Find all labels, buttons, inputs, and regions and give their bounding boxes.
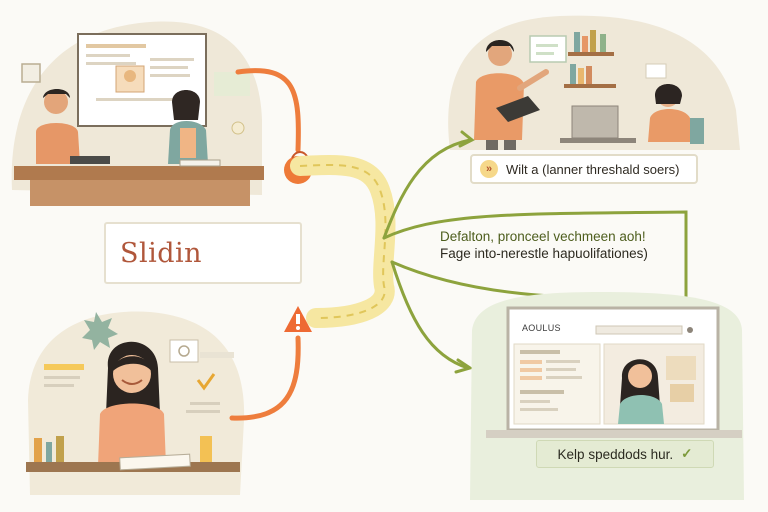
orange-connector-top bbox=[235, 68, 301, 153]
bottom-right-label-text: Kelp speddods hur. bbox=[557, 446, 674, 462]
green-arrows bbox=[382, 130, 688, 374]
student-scene bbox=[26, 311, 245, 495]
center-title-label: Slidin bbox=[104, 222, 302, 284]
top-right-label-text: Wilt a (lanner threshald soers) bbox=[506, 161, 680, 177]
middle-description-line1: Defalton, pronceel vechmeen aoh! bbox=[440, 229, 646, 244]
chevron-right-icon: » bbox=[480, 160, 498, 178]
middle-description-line2: Fage into-nerestle hapuolifationes) bbox=[440, 246, 648, 261]
slide-thumbnail-icon bbox=[21, 63, 41, 83]
middle-description: Defalton, pronceel vechmeen aoh! Fage in… bbox=[440, 228, 690, 262]
check-icon: ✓ bbox=[681, 446, 693, 461]
yellow-path-dashes bbox=[299, 164, 387, 319]
checkmark-icon bbox=[196, 373, 216, 391]
orange-connector-bottom bbox=[229, 335, 301, 421]
bottom-right-label: Kelp speddods hur. ✓ bbox=[536, 440, 714, 468]
teaching-scene bbox=[448, 15, 740, 150]
top-right-label: » Wilt a (lanner threshald soers) bbox=[470, 154, 698, 184]
laptop-app-title: AOULUS bbox=[522, 323, 561, 333]
center-title-text: Slidin bbox=[120, 237, 203, 269]
yellow-path bbox=[290, 155, 396, 328]
classroom-scene bbox=[11, 21, 264, 206]
laptop-scene bbox=[470, 292, 744, 500]
gear-icon bbox=[82, 312, 118, 350]
